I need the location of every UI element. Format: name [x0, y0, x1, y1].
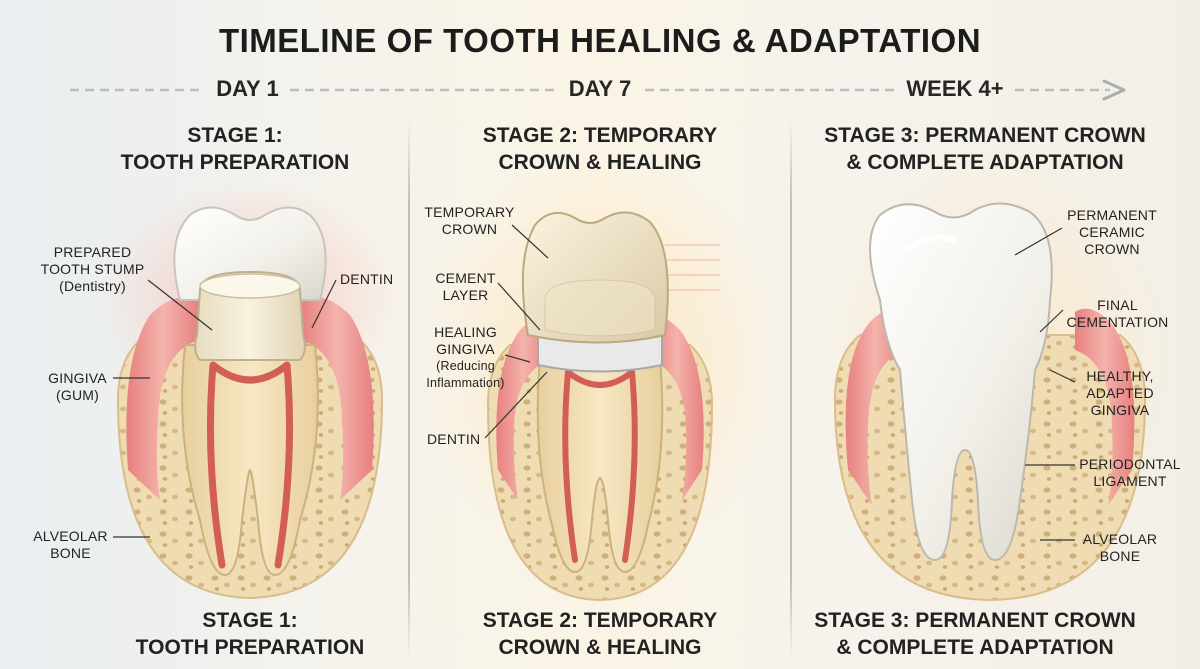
label-dentin-stage2: DENTIN — [427, 431, 481, 447]
label-healing-gingiva: HEALING GINGIVA (Reducing Inflammation) — [426, 324, 505, 390]
timeline-week4: WEEK 4+ — [906, 76, 1004, 101]
stage1-illustration — [100, 180, 400, 600]
timeline-day1: DAY 1 — [216, 76, 279, 101]
stage2-footer: STAGE 2: TEMPORARY CROWN & HEALING — [482, 609, 718, 659]
label-final-cementation: FINAL CEMENTATION — [1066, 297, 1169, 330]
label-permanent-crown: PERMANENT CERAMIC CROWN — [1067, 207, 1157, 257]
stage3-heading: STAGE 3: PERMANENT CROWN & COMPLETE ADAP… — [824, 124, 1146, 174]
label-dentin-stage1: DENTIN — [340, 271, 394, 287]
label-temporary-crown: TEMPORARY CROWN — [424, 204, 515, 237]
stage2-illustration — [484, 211, 720, 602]
divider-1 — [408, 120, 410, 660]
page-title: TIMELINE OF TOOTH HEALING & ADAPTATION — [218, 22, 982, 59]
label-healthy-gingiva: HEALTHY, ADAPTED GINGIVA — [1086, 368, 1154, 418]
timeline-day7: DAY 7 — [568, 76, 632, 101]
label-alveolar-bone-stage3: ALVEOLAR BONE — [1082, 531, 1158, 564]
label-cement-layer: CEMENT LAYER — [435, 270, 496, 303]
stage3-footer: STAGE 3: PERMANENT CROWN & COMPLETE ADAP… — [814, 609, 1136, 659]
timeline: DAY 1 DAY 7 WEEK 4+ — [0, 70, 1200, 110]
label-gingiva: GINGIVA (GUM) — [48, 370, 107, 403]
timeline-arrow — [70, 79, 1126, 101]
stage3-illustration — [833, 202, 1147, 602]
label-prepared-stump: PREPARED TOOTH STUMP (Dentistry) — [40, 244, 145, 294]
stage1-heading: STAGE 1: TOOTH PREPARATION — [120, 124, 350, 174]
stage2-heading: STAGE 2: TEMPORARY CROWN & HEALING — [482, 124, 718, 174]
label-periodontal-ligament: PERIODONTAL LIGAMENT — [1079, 456, 1181, 489]
label-alveolar-bone-stage1: ALVEOLAR BONE — [33, 528, 108, 561]
stage1-footer: STAGE 1: TOOTH PREPARATION — [135, 609, 365, 659]
divider-2 — [790, 120, 792, 660]
